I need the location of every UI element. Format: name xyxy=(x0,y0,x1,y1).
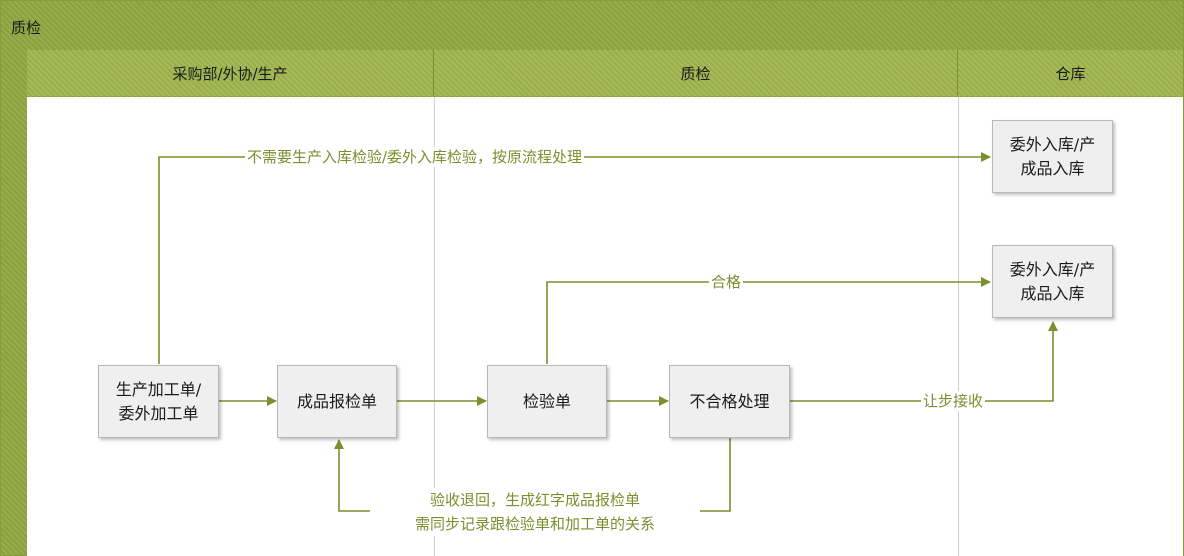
node-warehouse-in-2: 委外入库/产 成品入库 xyxy=(992,245,1113,318)
lane-divider xyxy=(958,97,959,556)
edge-label-no-inspection: 不需要生产入库检验/委外入库检验，按原流程处理 xyxy=(245,147,585,167)
node-finished-inspection: 成品报检单 xyxy=(277,365,397,438)
node-production-order: 生产加工单/ 委外加工单 xyxy=(98,365,219,438)
lane-body xyxy=(27,97,1183,556)
node-inspection-order: 检验单 xyxy=(487,365,607,438)
edge-label-qualified: 合格 xyxy=(709,272,744,292)
node-warehouse-in-1: 委外入库/产 成品入库 xyxy=(992,120,1113,193)
lane-header-quality: 质检 xyxy=(434,50,958,96)
edge-label-return: 验收退回，生成红字成品报检单 需同步记录跟检验单和加工单的关系 xyxy=(370,488,700,536)
lane-header-purchasing: 采购部/外协/生产 xyxy=(27,50,434,96)
lane-header-warehouse: 仓库 xyxy=(958,50,1183,96)
edge-no-inspection xyxy=(158,152,991,364)
edge-concession xyxy=(790,321,1058,402)
pool-title: 质检 xyxy=(11,19,42,37)
node-nonconforming: 不合格处理 xyxy=(669,365,790,438)
edge-qualified xyxy=(546,277,991,364)
lane-divider xyxy=(434,97,435,556)
edge-label-concession: 让步接收 xyxy=(921,391,986,411)
